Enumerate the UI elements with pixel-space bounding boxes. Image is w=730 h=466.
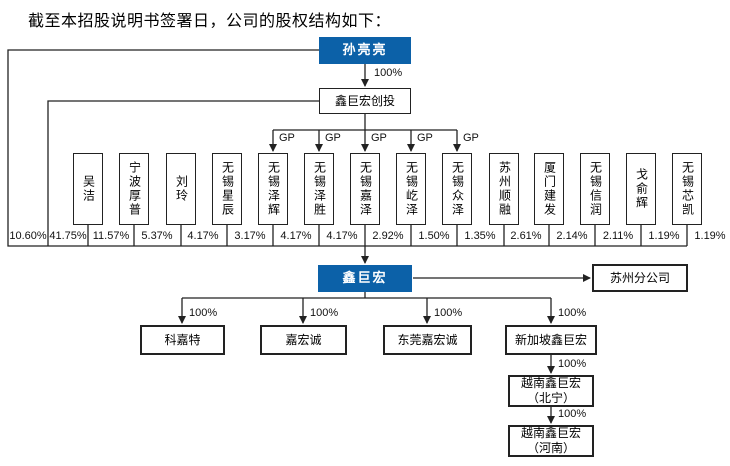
shareholder-box: 宁波厚普 xyxy=(119,153,149,225)
shareholder-box: 无锡嘉泽 xyxy=(350,153,380,225)
company-box: 鑫巨宏 xyxy=(318,265,412,292)
ownership-pct-label: 4.17% xyxy=(326,230,358,242)
ownership-pct-label: 1.19% xyxy=(648,230,680,242)
ownership-pct-label: 5.37% xyxy=(141,230,173,242)
subsidiary-box: 科嘉特 xyxy=(140,325,225,355)
shareholder-box: 无锡泽胜 xyxy=(304,153,334,225)
ownership-pct-label: 100% xyxy=(189,307,218,319)
ownership-pct-label: 100% xyxy=(558,358,587,370)
ownership-label-controller-to-gp: 100% xyxy=(374,67,403,79)
gp-edge-label: GP xyxy=(325,132,341,144)
gp-edge-label: GP xyxy=(279,132,295,144)
ownership-pct-label: 100% xyxy=(558,307,587,319)
branch-box: 苏州分公司 xyxy=(592,264,688,292)
shareholder-box: 厦门建发 xyxy=(534,153,564,225)
shareholder-box: 无锡芯凯 xyxy=(672,153,702,225)
gp-edge-label: GP xyxy=(371,132,387,144)
ownership-pct-label: 2.14% xyxy=(556,230,588,242)
subsidiary-box: 嘉宏诚 xyxy=(260,325,347,355)
ownership-pct-label: 41.75% xyxy=(49,230,87,242)
page-title: 截至本招股说明书签署日，公司的股权结构如下： xyxy=(28,13,392,30)
ownership-pct-label: 10.60% xyxy=(9,230,47,242)
ownership-pct-label: 1.35% xyxy=(464,230,496,242)
ownership-pct-label: 4.17% xyxy=(280,230,312,242)
ownership-pct-label: 100% xyxy=(310,307,339,319)
ownership-pct-label: 2.61% xyxy=(510,230,542,242)
gp-edge-label: GP xyxy=(417,132,433,144)
shareholder-box: 苏州顺融 xyxy=(489,153,519,225)
vietnam-subsidiary-box: 越南鑫巨宏 （北宁） xyxy=(508,375,594,407)
ownership-pct-label: 4.17% xyxy=(187,230,219,242)
shareholder-box: 无锡星辰 xyxy=(212,153,242,225)
gp-edge-label: GP xyxy=(463,132,479,144)
shareholder-box: 无锡众泽 xyxy=(442,153,472,225)
shareholder-box: 无锡泽辉 xyxy=(258,153,288,225)
shareholder-box: 吴洁 xyxy=(73,153,103,225)
shareholder-box: 刘玲 xyxy=(166,153,196,225)
ownership-pct-label: 1.19% xyxy=(694,230,726,242)
ownership-pct-label: 11.57% xyxy=(92,230,130,242)
ownership-pct-label: 1.50% xyxy=(418,230,450,242)
controller-box: 孙亮亮 xyxy=(319,37,411,64)
subsidiary-box: 东莞嘉宏诚 xyxy=(383,325,472,355)
ownership-pct-label: 2.92% xyxy=(372,230,404,242)
ownership-pct-label: 2.11% xyxy=(602,230,634,242)
vietnam-subsidiary-box: 越南鑫巨宏 （河南） xyxy=(508,425,594,457)
shareholder-box: 无锡信润 xyxy=(580,153,610,225)
ownership-pct-label: 100% xyxy=(558,408,587,420)
ownership-pct-label: 3.17% xyxy=(234,230,266,242)
shareholder-box: 无锡屹泽 xyxy=(396,153,426,225)
gp-company-box: 鑫巨宏创投 xyxy=(319,88,411,114)
shareholder-box: 戈俞辉 xyxy=(626,153,656,225)
subsidiary-box: 新加坡鑫巨宏 xyxy=(505,325,597,355)
ownership-pct-label: 100% xyxy=(434,307,463,319)
